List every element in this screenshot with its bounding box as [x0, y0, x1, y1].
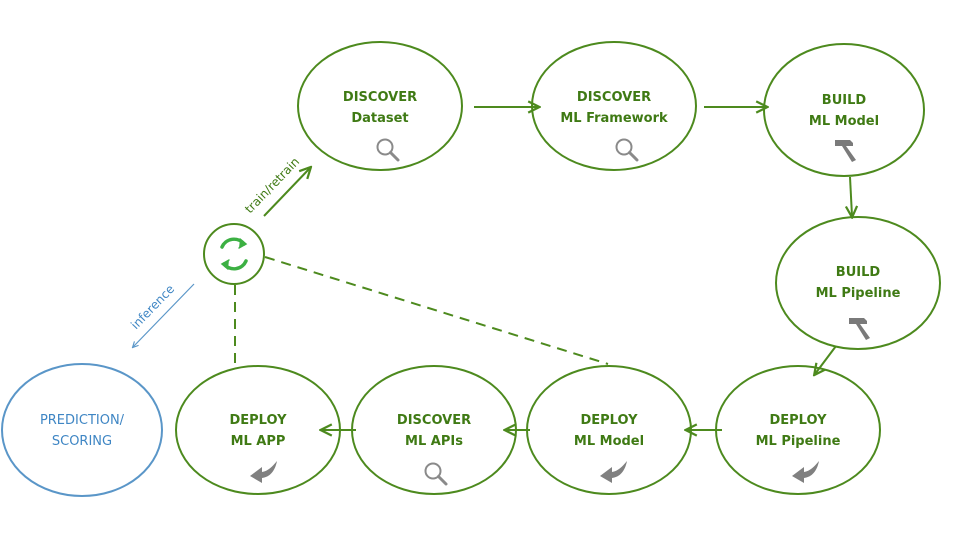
edge-inference	[133, 283, 195, 347]
node-cycle-hub	[203, 223, 265, 285]
node-build-ml-pipeline: BUILD ML Pipeline	[775, 216, 941, 350]
node-title: DEPLOY	[229, 413, 287, 428]
node-title: DISCOVER	[397, 413, 471, 428]
node-discover-dataset: DISCOVER Dataset	[297, 41, 463, 171]
node-subtitle: SCORING	[52, 434, 112, 449]
node-title: DEPLOY	[580, 413, 638, 428]
node-subtitle: ML Pipeline	[816, 286, 901, 301]
node-subtitle: ML APIs	[405, 434, 463, 449]
inference-label: inference	[128, 282, 177, 332]
node-title: DISCOVER	[343, 90, 417, 105]
node-discover-ml-framework: DISCOVER ML Framework	[531, 41, 697, 171]
refresh-cycle-icon	[220, 237, 248, 271]
node-subtitle: ML Pipeline	[756, 434, 841, 449]
node-discover-ml-apis: DISCOVER ML APIs	[351, 365, 517, 495]
node-title: DEPLOY	[769, 413, 827, 428]
node-subtitle: Dataset	[351, 111, 408, 126]
node-title: PREDICTION/	[40, 413, 125, 428]
edge-build-pipeline-to-deploy-pipeline	[815, 345, 837, 374]
node-prediction-scoring: PREDICTION/ SCORING	[1, 363, 163, 497]
edge-cycle-to-dataset	[263, 168, 310, 217]
edge-build-model-to-build-pipeline	[850, 176, 852, 216]
edge-cycle-to-deploy-model-dashed	[264, 256, 609, 365]
node-deploy-ml-pipeline: DEPLOY ML Pipeline	[715, 365, 881, 495]
edges	[234, 107, 852, 430]
node-deploy-ml-model: DEPLOY ML Model	[526, 365, 692, 495]
node-build-ml-model: BUILD ML Model	[763, 43, 925, 177]
node-subtitle: ML APP	[231, 434, 286, 449]
node-subtitle: ML Framework	[560, 111, 668, 126]
node-title: BUILD	[822, 93, 867, 108]
node-deploy-ml-app: DEPLOY ML APP	[175, 365, 341, 495]
node-subtitle: ML Model	[809, 114, 879, 129]
node-title: DISCOVER	[577, 90, 651, 105]
node-subtitle: ML Model	[574, 434, 644, 449]
node-title: BUILD	[836, 265, 881, 280]
